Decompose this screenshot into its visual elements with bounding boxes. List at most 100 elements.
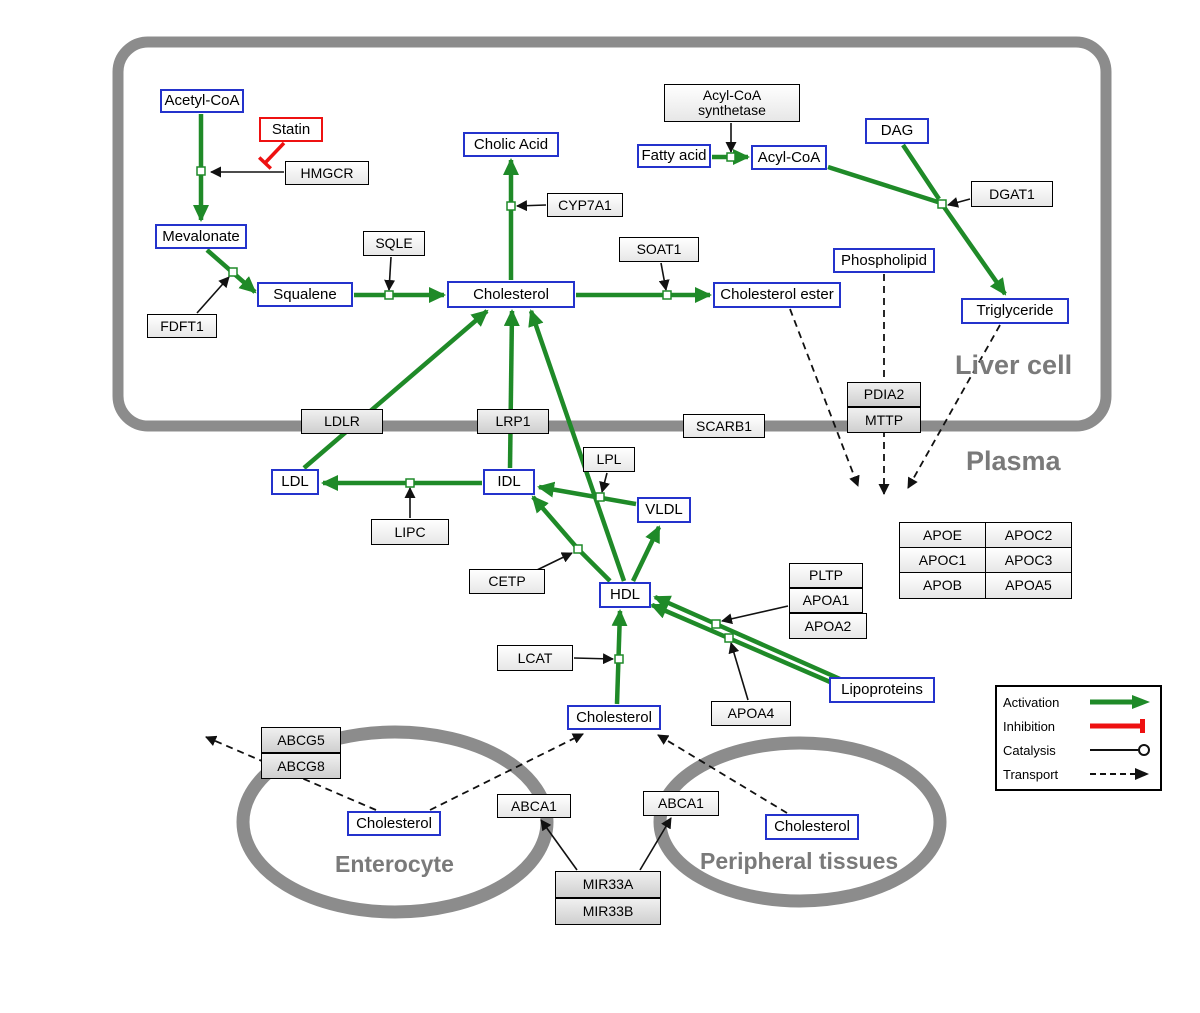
peripheral-tissues-label: Peripheral tissues [700, 848, 899, 874]
reaction-anchor-hdl-to-idl [573, 544, 583, 554]
reaction-anchor-mevalonate-to-squalene [228, 267, 238, 277]
edge-lipoproteins-to-hdl-lower [650, 602, 852, 694]
enterocyte-label: Enterocyte [335, 851, 454, 877]
reaction-anchor-idl-to-ldl [405, 478, 415, 488]
reaction-anchor-cholesterol-to-cholesterol-ester [662, 290, 672, 300]
node-ldlr[interactable]: LDLR [301, 409, 383, 434]
reaction-anchor-vldl-to-idl [595, 492, 605, 502]
node-cholic-acid[interactable]: Cholic Acid [463, 132, 559, 157]
node-sqle[interactable]: SQLE [363, 231, 425, 256]
node-squalene[interactable]: Squalene [257, 282, 353, 307]
edge-enterocyte-cholesterol-efflux [205, 735, 377, 811]
legend-label-inhibition: Inhibition [1003, 718, 1056, 734]
node-mir33b[interactable]: MIR33B [555, 898, 661, 925]
node-dgat1[interactable]: DGAT1 [971, 181, 1053, 207]
node-mir33a[interactable]: MIR33A [555, 871, 661, 898]
node-fdft1[interactable]: FDFT1 [147, 314, 217, 338]
node-ldl[interactable]: LDL [271, 469, 319, 495]
node-mttp[interactable]: MTTP [847, 407, 921, 433]
legend-row-transport: Transport [1003, 765, 1154, 783]
node-phospholipid[interactable]: Phospholipid [833, 248, 935, 273]
node-cholesterol-liver[interactable]: Cholesterol [447, 281, 575, 308]
tbar-statin-inhibits-hmgcr [257, 156, 273, 170]
node-scarb1[interactable]: SCARB1 [683, 414, 765, 438]
node-cholesterol-plasma[interactable]: Cholesterol [567, 705, 661, 730]
reaction-anchor-lipoproteins-to-hdl-upper [711, 619, 721, 629]
edge-ldl-to-liver-cholesterol [302, 309, 489, 470]
edge-lipoproteins-to-hdl-upper [653, 594, 841, 682]
reaction-anchor-plasma-cholesterol-to-hdl [614, 654, 624, 664]
node-acyl-coa-synthetase[interactable]: Acyl-CoA synthetase [664, 84, 800, 122]
reaction-anchor-lipoproteins-to-hdl-lower [724, 633, 734, 643]
legend: Activation Inhibition Catalysis Transpor… [995, 685, 1162, 791]
node-cyp7a1[interactable]: CYP7A1 [547, 193, 623, 217]
node-apoc2[interactable]: APOC2 [985, 522, 1072, 548]
node-lcat[interactable]: LCAT [497, 645, 573, 671]
node-apob[interactable]: APOB [899, 572, 986, 599]
node-apoa1[interactable]: APOA1 [789, 588, 863, 613]
node-apoe[interactable]: APOE [899, 522, 986, 548]
node-triglyceride[interactable]: Triglyceride [961, 298, 1069, 324]
legend-label-transport: Transport [1003, 766, 1059, 782]
liver-cell-membrane [112, 36, 1112, 432]
node-hmgcr[interactable]: HMGCR [285, 161, 369, 185]
node-fatty-acid[interactable]: Fatty acid [637, 144, 711, 168]
edge-dgat-node-to-triglyceride [942, 205, 1007, 296]
edge-lcat-catalysis [573, 653, 614, 665]
node-cholesterol-enterocyte[interactable]: Cholesterol [347, 811, 441, 836]
edge-apoa4-catalysis [728, 642, 749, 701]
edge-sqle-catalysis [384, 256, 396, 291]
node-apoa5[interactable]: APOA5 [985, 572, 1072, 599]
liver-cell-label: Liver cell [955, 350, 1073, 380]
node-abca1-peripheral[interactable]: ABCA1 [643, 791, 719, 816]
node-lipc[interactable]: LIPC [371, 519, 449, 545]
node-dag[interactable]: DAG [865, 118, 929, 144]
node-statin[interactable]: Statin [259, 117, 323, 142]
reaction-anchor-dgat-node-to-triglyceride [937, 199, 947, 209]
edge-peripheral-to-plasma-cholesterol [657, 734, 788, 814]
node-abcg8[interactable]: ABCG8 [261, 753, 341, 779]
peripheral-tissues-membrane [653, 736, 947, 908]
edge-acyl-coa-to-dgat-node [827, 164, 942, 206]
node-apoa4[interactable]: APOA4 [711, 701, 791, 726]
node-idl[interactable]: IDL [483, 469, 535, 495]
legend-label-catalysis: Catalysis [1003, 742, 1056, 758]
node-pltp[interactable]: PLTP [789, 563, 863, 588]
edge-enterocyte-to-plasma-cholesterol [429, 733, 584, 811]
edge-statin-inhibits-hmgcr [263, 141, 286, 165]
edge-hdl-to-liver-cholesterol [528, 309, 627, 582]
node-apoc1[interactable]: APOC1 [899, 547, 986, 573]
reaction-anchor-cholesterol-to-cholic-acid [506, 201, 516, 211]
node-apoa2[interactable]: APOA2 [789, 613, 867, 639]
node-vldl[interactable]: VLDL [637, 497, 691, 523]
node-cetp[interactable]: CETP [469, 569, 545, 594]
node-abcg5[interactable]: ABCG5 [261, 727, 341, 753]
catalysis-circle-icon [1090, 744, 1150, 756]
node-lpl[interactable]: LPL [583, 447, 635, 472]
node-acyl-coa[interactable]: Acyl-CoA [751, 145, 827, 170]
edge-soat1-catalysis [658, 262, 670, 291]
node-apoc3[interactable]: APOC3 [985, 547, 1072, 573]
activation-arrow-icon [1090, 695, 1150, 709]
edge-mir33-to-abca1-peripheral [639, 817, 672, 871]
edge-cholesterol-ester-secretion [789, 308, 860, 487]
reaction-anchor-acetylcoa-to-mevalonate [196, 166, 206, 176]
node-cholesterol-peripheral[interactable]: Cholesterol [765, 814, 859, 840]
reaction-anchor-squalene-to-cholesterol [384, 290, 394, 300]
edge-pltp-apoa1-catalysis [721, 605, 789, 625]
node-lipoproteins[interactable]: Lipoproteins [829, 677, 935, 703]
node-acetyl-coa[interactable]: Acetyl-CoA [160, 89, 244, 113]
transport-dashed-arrow-icon [1090, 768, 1149, 780]
node-mevalonate[interactable]: Mevalonate [155, 224, 247, 249]
node-abca1-enterocyte[interactable]: ABCA1 [497, 794, 571, 818]
node-hdl[interactable]: HDL [599, 582, 651, 608]
node-pdia2[interactable]: PDIA2 [847, 382, 921, 407]
edge-dag-to-dgat-node [901, 143, 941, 201]
edge-lpl-catalysis [599, 472, 610, 493]
node-soat1[interactable]: SOAT1 [619, 237, 699, 262]
node-lrp1[interactable]: LRP1 [477, 409, 549, 434]
node-cholesterol-ester[interactable]: Cholesterol ester [713, 282, 841, 308]
